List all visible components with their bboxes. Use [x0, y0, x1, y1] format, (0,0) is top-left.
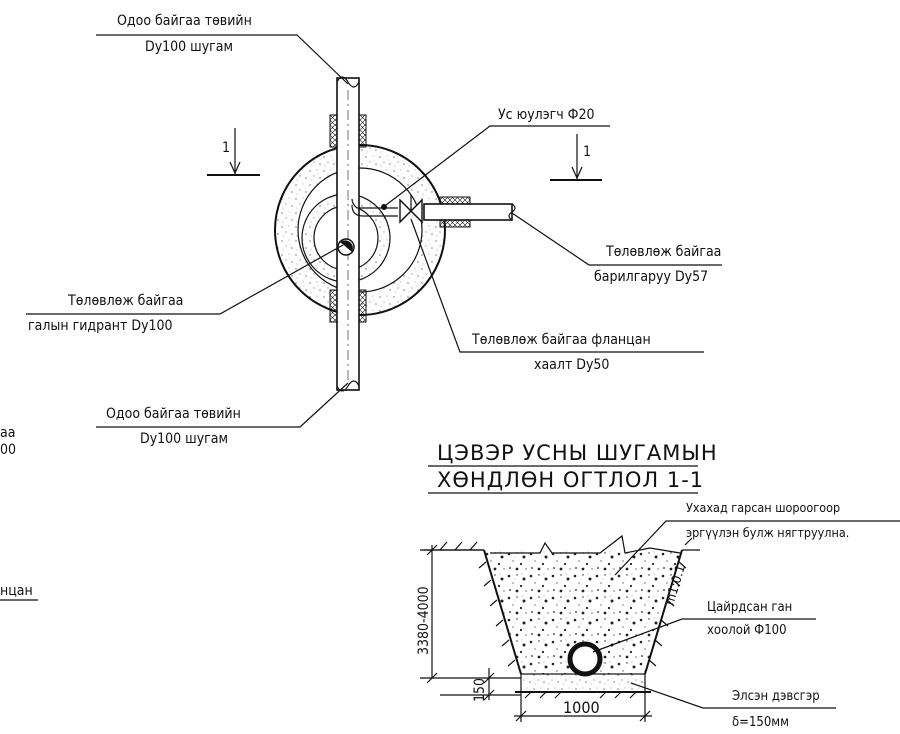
leader-backfill	[614, 520, 900, 576]
bottom-hatch	[524, 691, 637, 699]
galvanized-pipe	[567, 641, 603, 677]
leader-existing-bottom	[96, 382, 349, 428]
sleeve-top-left	[329, 114, 338, 148]
trench-backfill	[484, 550, 682, 674]
sleeve-bottom-right	[358, 289, 367, 323]
cutoff-text-3: нцан	[0, 583, 33, 599]
outlet-label-line2: барилгаруу Dy57	[594, 269, 708, 285]
section-title-line2: ХӨНДЛӨН ОГТЛОЛ 1-1	[437, 468, 704, 492]
ground-hatch-right	[684, 537, 693, 546]
valve-label-line1: Төлөвлөж байгаа фланцан	[471, 332, 651, 348]
cutoff-text-1: аа	[0, 425, 15, 441]
leader-valve	[410, 218, 704, 353]
leader-pipe	[592, 618, 816, 653]
sleeve-top-right	[358, 114, 367, 148]
section-view: ЦЭВЭР УСНЫ ШУГАМЫН ХӨНДЛӨН ОГТЛОЛ 1-1 m1…	[416, 441, 900, 730]
leader-water-meter	[385, 125, 610, 206]
section-mark-left: 1	[207, 128, 260, 176]
leader-existing-top	[96, 34, 349, 85]
outlet-label-line1: Төлөвлөж байгаа	[605, 244, 721, 260]
side-hatch-right	[648, 561, 687, 667]
bedding-dimension: 150	[420, 668, 521, 702]
backfill-label-line1: Ухахад гарсан шороогоор	[686, 500, 840, 515]
plan-view: 1 1 Одоо байгаа төвийн Dy100 шугам Ус юу…	[0, 13, 722, 601]
sand-bedding	[520, 673, 646, 693]
section-mark-left-label: 1	[222, 140, 230, 156]
hydrant-label-line2: галын гидрант Dy100	[28, 318, 173, 334]
width-dimension: 1000	[514, 692, 652, 722]
existing-pipe-top-line2: Dy100 шугам	[145, 39, 233, 55]
existing-pipe-top-line1: Одоо байгаа төвийн	[117, 13, 252, 29]
branch-elbow	[351, 198, 398, 217]
bedding-label-line2: δ=150мм	[732, 715, 789, 730]
bedding-dim-label: 150	[472, 678, 488, 702]
leader-hydrant	[26, 244, 344, 315]
ground-hatch-left	[439, 541, 478, 551]
cutoff-text-2: 00	[0, 442, 16, 458]
depth-dimension: 3380-4000	[416, 544, 484, 684]
side-hatch-left	[478, 561, 516, 667]
section-mark-right: 1	[550, 134, 602, 181]
sleeve-outlet-bottom	[439, 219, 471, 228]
trench-sides	[483, 549, 683, 675]
water-meter-label: Ус юулэгч Ф20	[498, 107, 595, 123]
backfill-surface	[490, 534, 681, 554]
pipe-label-line2: хоолой Ф100	[707, 623, 787, 638]
pipe-label-line1: Цайрдсан ган	[707, 600, 792, 615]
pipe-break-top	[336, 76, 360, 88]
leader-bedding	[630, 682, 836, 709]
outlet-pipe-break	[508, 203, 516, 221]
section-title-line1: ЦЭВЭР УСНЫ ШУГАМЫН	[437, 441, 718, 465]
water-meter-point	[381, 204, 387, 210]
depth-dim-label: 3380-4000	[416, 586, 432, 655]
outlet-pipe	[423, 203, 513, 221]
section-mark-right-label: 1	[583, 144, 591, 160]
leader-outlet	[511, 212, 722, 266]
existing-pipe-bottom-line1: Одоо байгаа төвийн	[106, 406, 241, 422]
backfill-label-line2: эргүүлэн булж нягтруулна.	[686, 525, 849, 540]
hydrant-label-line1: Төлөвлөж байгаа	[67, 293, 183, 309]
bedding-label-line1: Элсэн дэвсгэр	[732, 689, 820, 704]
sleeve-outlet-top	[439, 196, 471, 205]
width-dim-label: 1000	[563, 698, 600, 717]
sleeve-bottom-left	[329, 289, 338, 323]
hydrant-symbol-fill	[340, 240, 353, 252]
existing-pipe-bottom-line2: Dy100 шугам	[140, 431, 228, 447]
valve-label-line2: хаалт Dy50	[534, 357, 609, 373]
